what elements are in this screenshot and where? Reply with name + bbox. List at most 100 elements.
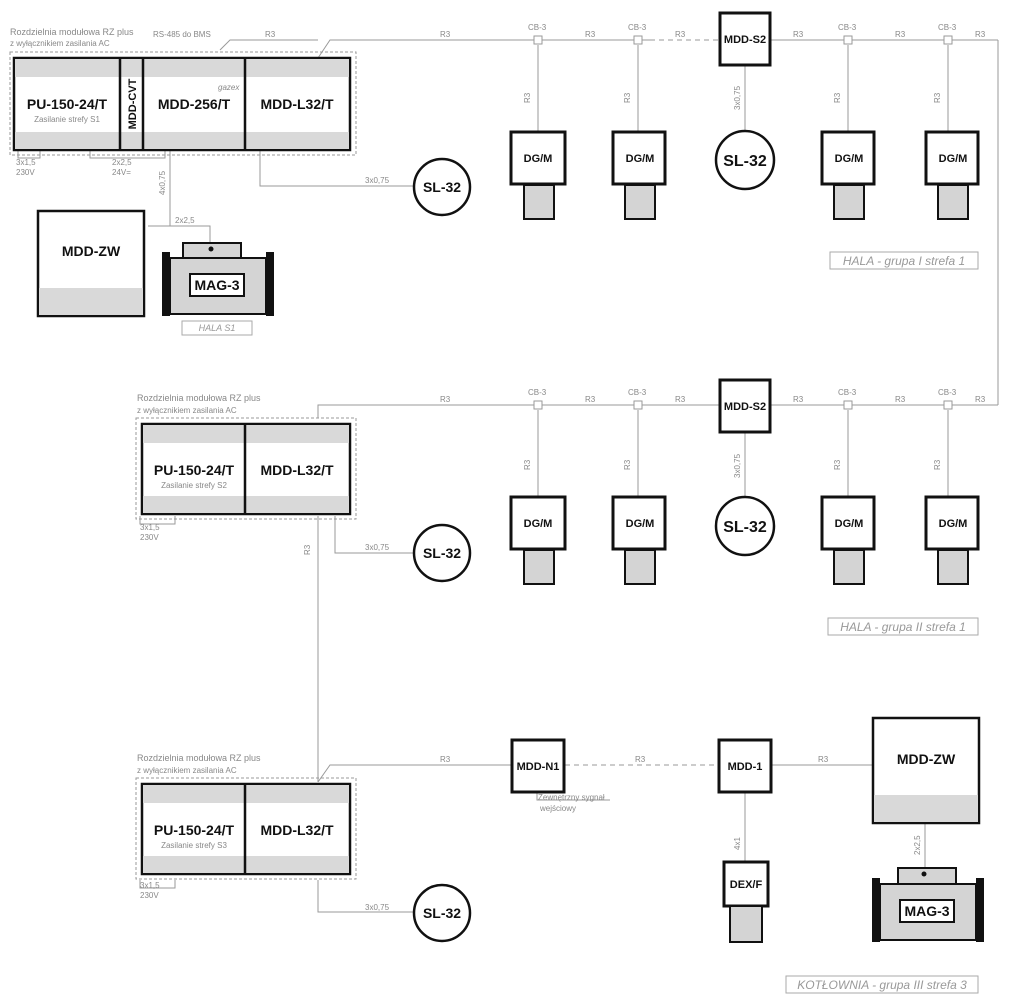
mdd-s2-g1: MDD-S2 [718, 11, 772, 67]
sl32-s2: SL-32 [412, 523, 472, 583]
dgm-label: DG/M [524, 153, 553, 165]
voltage-230: 230V [140, 533, 159, 542]
voltage-230: 230V [16, 168, 35, 177]
cb3-label: CB-3 [528, 388, 547, 397]
cable-r3: R3 [833, 92, 842, 103]
cb3-box: CB-3 [838, 23, 857, 45]
cable-r3: R3 [895, 395, 906, 404]
hala-s1-label: HALA S1 [199, 323, 236, 333]
dgm-detector: DG/M [509, 130, 567, 220]
panel-title: Rozdzielnia modułowa RZ plus [10, 27, 134, 37]
cable-3x15: 3x1,5 [16, 158, 36, 167]
cb3-box: CB-3 [528, 23, 547, 45]
mag3-label: MAG-3 [904, 903, 949, 919]
cable-4x075: 4x0,75 [158, 170, 167, 195]
zone3-label: KOTŁOWNIA - grupa III strefa 3 [797, 978, 967, 992]
mdd-1-label: MDD-1 [728, 761, 763, 773]
cb3-box: CB-3 [628, 23, 647, 45]
zone2-label: HALA - grupa II strefa 1 [840, 620, 966, 634]
cb3-label: CB-3 [838, 388, 857, 397]
ext-signal-label-1: Zewnętrzny sygnał [538, 793, 605, 802]
cable-r3: R3 [675, 395, 686, 404]
cb3-box: CB-3 [838, 388, 857, 410]
cable-3x075: 3x0,75 [365, 903, 390, 912]
cb3-box: CB-3 [628, 388, 647, 410]
pu-module-label: PU-150-24/T [154, 462, 235, 478]
wires [17, 39, 999, 913]
dgm-detector: DG/M [509, 495, 567, 585]
cable-3x075: 3x0,75 [733, 453, 742, 478]
dexf-detector: DEX/F [722, 860, 770, 943]
cable-r3: R3 [675, 30, 686, 39]
cable-4x1: 4x1 [733, 837, 742, 850]
sl32-label: SL-32 [723, 153, 767, 170]
mag3-valve-s1: MAG-3 [162, 242, 274, 316]
supply-s3-label: Zasilanie strefy S3 [161, 841, 227, 850]
cb3-junctions: CB-3 CB-3 CB-3 CB-3 CB-3 CB-3 CB-3 CB-3 [528, 23, 957, 410]
mdd-cvt-label: MDD-CVT [127, 78, 139, 129]
panel-subtitle: z wyłącznikiem zasilania AC [137, 766, 237, 775]
cable-2x25: 2x2,5 [913, 835, 922, 855]
cable-3x075: 3x0,75 [733, 85, 742, 110]
cb3-box: CB-3 [528, 388, 547, 410]
gazex-logo: gazex [218, 83, 240, 92]
cable-r3: R3 [523, 459, 532, 470]
dgm-detector: DG/M [611, 495, 667, 585]
voltage-24: 24V= [112, 168, 131, 177]
ext-signal-label-2: wejściowy [539, 804, 576, 813]
zone1-tag: HALA - grupa I strefa 1 [829, 251, 979, 270]
cable-r3: R3 [265, 30, 276, 39]
cable-r3: R3 [585, 395, 596, 404]
mag3-valve-s3: MAG-3 [872, 867, 984, 942]
mdd-l32-label: MDD-L32/T [260, 96, 334, 112]
voltage-230: 230V [140, 891, 159, 900]
sl32-g2: SL-32 [714, 495, 776, 557]
cable-r3: R3 [895, 30, 906, 39]
cable-labels: RS-485 do BMS R3 R3 R3 R3 R3 R3 R3 R3 R3… [16, 30, 986, 912]
mdd-n1: MDD-N1 [510, 738, 566, 794]
mdd-l32-label: MDD-L32/T [260, 462, 334, 478]
panel-rz-s1: Rozdzielnia modułowa RZ plus z wyłącznik… [9, 27, 357, 156]
zone2-tag: HALA - grupa II strefa 1 [827, 617, 979, 636]
cb3-label: CB-3 [528, 23, 547, 32]
cable-r3: R3 [623, 459, 632, 470]
mdd-256-label: MDD-256/T [158, 96, 231, 112]
panel-rz-s3: Rozdzielnia modułowa RZ plus z wyłącznik… [135, 753, 357, 880]
dgm-label: DG/M [939, 153, 968, 165]
hala-s1-tag: HALA S1 [181, 320, 253, 336]
cable-r3: R3 [303, 544, 312, 555]
mdd-zw-s3: MDD-ZW [871, 716, 981, 825]
cable-r3: R3 [440, 30, 451, 39]
cable-3x075: 3x0,75 [365, 543, 390, 552]
dgm-label: DG/M [524, 518, 553, 530]
dgm-label: DG/M [626, 518, 655, 530]
panel-subtitle: z wyłącznikiem zasilania AC [137, 406, 237, 415]
sl32-s1: SL-32 [412, 157, 472, 217]
supply-s2-label: Zasilanie strefy S2 [161, 481, 227, 490]
cable-r3: R3 [975, 30, 986, 39]
dgm-detector: DG/M [924, 130, 980, 220]
cb3-label: CB-3 [838, 23, 857, 32]
pu-module-label: PU-150-24/T [27, 96, 108, 112]
cable-r3: R3 [440, 395, 451, 404]
mdd-s2-label: MDD-S2 [724, 401, 766, 413]
dgm-detector: DG/M [611, 130, 667, 220]
mdd-1: MDD-1 [717, 738, 773, 794]
cb3-label: CB-3 [628, 23, 647, 32]
cable-r3: R3 [623, 92, 632, 103]
cable-3x075: 3x0,75 [365, 176, 390, 185]
panel-rz-s2: Rozdzielnia modułowa RZ plus z wyłącznik… [135, 393, 357, 520]
dexf-label: DEX/F [730, 879, 763, 891]
dgm-label: DG/M [939, 518, 968, 530]
cb3-box: CB-3 [938, 388, 957, 410]
cable-r3: R3 [585, 30, 596, 39]
mdd-zw-label: MDD-ZW [897, 751, 956, 767]
cb3-box: CB-3 [938, 23, 957, 45]
sl32-label: SL-32 [423, 905, 461, 921]
cb3-label: CB-3 [938, 388, 957, 397]
cable-r3: R3 [440, 755, 451, 764]
dgm-detector: DG/M [820, 495, 876, 585]
cable-r3: R3 [933, 459, 942, 470]
zone1-label: HALA - grupa I strefa 1 [843, 254, 965, 268]
